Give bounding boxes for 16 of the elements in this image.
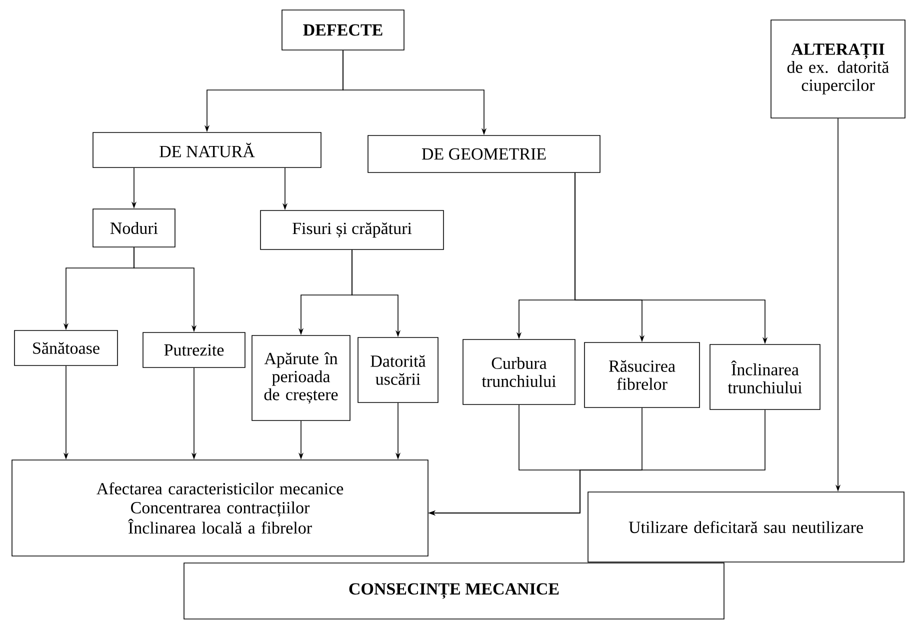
process-box: Fisuri și crăpături xyxy=(260,210,444,250)
process-box: Curbura trunchiului xyxy=(462,339,576,405)
process-box: DE GEOMETRIE xyxy=(368,135,600,173)
process-box: Răsucirea fibrelor xyxy=(584,342,700,408)
process-box: Înclinarea trunchiului xyxy=(710,344,820,410)
process-box: Sănătoase xyxy=(14,330,118,366)
process-box: Datorită uscării xyxy=(358,337,438,403)
process-box: Afectarea caracteristicilor mecanice Concentrarea contracțiilor Înclinarea locală a fibrelor xyxy=(12,460,428,556)
process-box: Apărute în perioada de creștere xyxy=(252,335,350,421)
process-box: Utilizare deficitară sau neutilizare xyxy=(588,492,904,562)
process-box: Putrezite xyxy=(142,332,246,368)
process-box: DE NATURĂ xyxy=(92,132,322,168)
heading-box: ALTERAȚII de ex. datorită ciupercilor xyxy=(770,20,906,118)
heading-box: DEFECTE xyxy=(282,10,404,50)
heading-box: CONSECINȚE MECANICE xyxy=(184,562,724,620)
process-box: Noduri xyxy=(92,208,176,248)
